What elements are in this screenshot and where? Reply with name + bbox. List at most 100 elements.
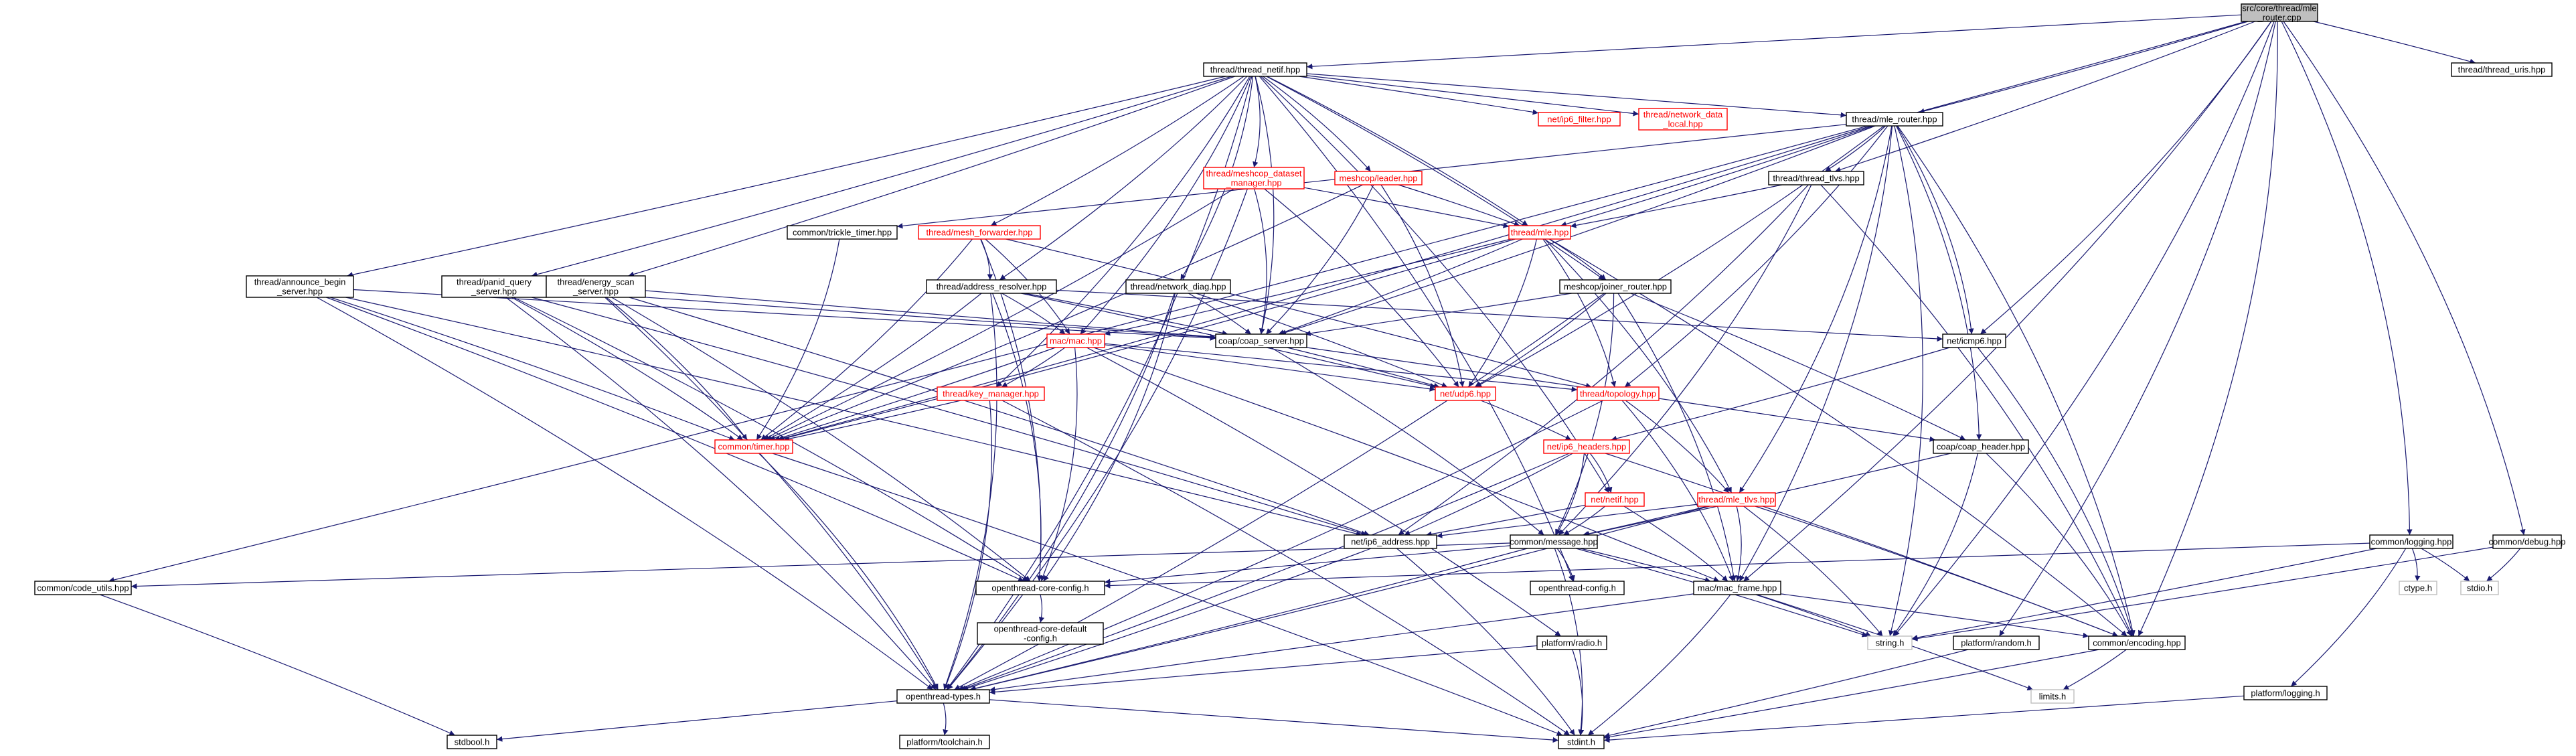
node-addrres[interactable]: thread/address_resolver.hpp — [926, 279, 1057, 294]
node-box-udp6 — [1435, 386, 1496, 401]
node-meshfwd[interactable]: thread/mesh_forwarder.hpp — [918, 225, 1041, 240]
node-box-limits — [2030, 689, 2075, 704]
node-timer[interactable]: common/timer.hpp — [714, 439, 793, 454]
node-box-icmp6 — [1942, 333, 2006, 348]
node-box-coapserver — [1215, 333, 1307, 348]
edge-leader-to-coapserver — [1265, 184, 1374, 335]
edge-addrres-to-coapserver — [1024, 293, 1228, 336]
edge-ip6addr-to-types — [962, 548, 1372, 691]
node-label-types: openthread-types.h — [906, 692, 981, 702]
node-label-mletlvs: thread/mle_tlvs.hpp — [1698, 495, 1774, 505]
node-box-netdatalocal — [1638, 108, 1728, 131]
node-label-mlerouter: thread/mle_router.hpp — [1852, 115, 1937, 125]
edge-mle-to-encoding — [1549, 238, 2127, 637]
node-netnetif[interactable]: net/netif.hpp — [1585, 492, 1645, 507]
node-stdbool[interactable]: stdbool.h — [447, 735, 497, 749]
node-stdio: stdio.h — [2460, 581, 2499, 595]
edge-threadtlvs-to-ip6addr — [1398, 184, 1809, 536]
node-macframe[interactable]: mac/mac_frame.hpp — [1693, 581, 1781, 595]
edge-mac-to-udp6 — [1104, 344, 1436, 392]
edge-mlerouter-to-mle — [1560, 125, 1874, 227]
node-threadtlvs[interactable]: thread/thread_tlvs.hpp — [1768, 171, 1864, 185]
node-icmp6[interactable]: net/icmp6.hpp — [1942, 333, 2006, 348]
node-ip6filter[interactable]: net/ip6_filter.hpp — [1538, 112, 1621, 127]
node-ip6addr[interactable]: net/ip6_address.hpp — [1344, 534, 1437, 549]
node-energy[interactable]: thread/energy_scan_server.hpp — [546, 275, 646, 298]
node-box-stringh — [1867, 635, 1913, 650]
node-trickle[interactable]: common/trickle_timer.hpp — [787, 225, 898, 240]
edge-announce-to-coreconfig — [326, 297, 1024, 582]
node-coapheader[interactable]: coap/coap_header.hpp — [1933, 439, 2029, 454]
edge-netif-to-mlerouter — [1306, 73, 1847, 118]
node-platlogging[interactable]: platform/logging.h — [2243, 686, 2328, 700]
edge-root-to-netif — [1306, 14, 2242, 70]
node-label-energy: thread/energy_scan — [558, 277, 635, 287]
node-mletlvs[interactable]: thread/mle_tlvs.hpp — [1697, 492, 1776, 507]
node-toolchain[interactable]: platform/toolchain.h — [899, 735, 990, 749]
node-udp6[interactable]: net/udp6.hpp — [1435, 386, 1496, 401]
node-root[interactable]: src/core/thread/mle_router.cpp — [2241, 3, 2318, 23]
edge-mlerouter-to-coapserver — [1280, 125, 1876, 335]
node-netdiag[interactable]: thread/network_diag.hpp — [1125, 279, 1231, 294]
edge-mac-to-timer — [774, 347, 1056, 441]
edge-ip6headers-to-netnetif — [1589, 453, 1613, 494]
node-label-macframe: mac/mac_frame.hpp — [1698, 583, 1777, 593]
node-label-radio: platform/radio.h — [1542, 638, 1602, 648]
node-mlerouter[interactable]: thread/mle_router.hpp — [1846, 112, 1943, 127]
node-label-leader: meshcop/leader.hpp — [1339, 173, 1417, 183]
node-types[interactable]: openthread-types.h — [896, 689, 990, 704]
node-panid[interactable]: thread/panid_query_server.hpp — [441, 275, 547, 298]
edge-netnetif-to-macframe — [1623, 506, 1728, 582]
node-codeutils[interactable]: common/code_utils.hpp — [34, 581, 132, 595]
edge-mlerouter-to-mletlvs — [1739, 125, 1893, 494]
edge-joiner-to-udp6 — [1474, 293, 1607, 388]
node-box-stdint — [1558, 735, 1605, 749]
node-coredefault[interactable]: openthread-core-default-config.h — [977, 622, 1104, 645]
edge-netif-to-addrres — [999, 76, 1248, 281]
node-logging[interactable]: common/logging.hpp — [2369, 534, 2453, 549]
node-netif[interactable]: thread/thread_netif.hpp — [1203, 62, 1307, 77]
edge-netif-to-coapserver — [1255, 76, 1275, 335]
node-limits: limits.h — [2030, 689, 2075, 704]
edge-message-to-types — [969, 548, 1528, 692]
node-debug[interactable]: common/debug.hpp — [2489, 534, 2566, 549]
node-mle[interactable]: thread/mle.hpp — [1508, 225, 1571, 240]
node-stdint[interactable]: stdint.h — [1558, 735, 1605, 749]
node-meshcopds[interactable]: thread/meshcop_dataset_manager.hpp — [1203, 167, 1305, 190]
node-box-mle — [1508, 225, 1571, 240]
node-otconfig[interactable]: openthread-config.h — [1530, 581, 1625, 595]
node-coapserver[interactable]: coap/coap_server.hpp — [1215, 333, 1307, 348]
node-topology[interactable]: thread/topology.hpp — [1577, 386, 1660, 401]
edge-addrres-to-icmp6 — [1056, 289, 1943, 342]
node-box-energy — [546, 275, 646, 298]
node-joiner[interactable]: meshcop/joiner_router.hpp — [1559, 279, 1672, 294]
edge-netif-to-panid — [531, 76, 1232, 277]
node-keymgr[interactable]: thread/key_manager.hpp — [937, 386, 1045, 401]
edge-mlerouter-to-stringh — [1888, 125, 1923, 637]
edge-logging-to-ctype — [2411, 548, 2421, 582]
node-announce[interactable]: thread/announce_begin_server.hpp — [246, 275, 354, 298]
node-mac[interactable]: mac/mac.hpp — [1046, 333, 1105, 348]
node-label-ip6headers: net/ip6_headers.hpp — [1547, 442, 1627, 452]
node-leader[interactable]: meshcop/leader.hpp — [1334, 171, 1423, 185]
node-encoding[interactable]: common/encoding.hpp — [2088, 635, 2186, 650]
edge-threadtlvs-to-message — [1558, 184, 1812, 536]
node-box-encoding — [2088, 635, 2186, 650]
edge-types-to-toolchain — [943, 702, 949, 736]
edge-netnetif-to-message — [1563, 506, 1605, 536]
node-box-stdbool — [447, 735, 497, 749]
edge-netif-to-meshfwd — [990, 76, 1244, 226]
node-uris[interactable]: thread/thread_uris.hpp — [2451, 62, 2553, 77]
edge-ip6headers-to-message — [1555, 453, 1585, 536]
edge-addrres-to-types — [943, 293, 997, 690]
node-ip6headers[interactable]: net/ip6_headers.hpp — [1543, 439, 1630, 454]
node-message[interactable]: common/message.hpp — [1510, 534, 1598, 549]
edge-random-to-stdint — [1603, 649, 1969, 739]
node-netdatalocal[interactable]: thread/network_data_local.hpp — [1638, 108, 1728, 131]
node-label-energy: _server.hpp — [572, 287, 619, 297]
node-radio[interactable]: platform/radio.h — [1536, 635, 1607, 650]
node-coreconfig[interactable]: openthread-core-config.h — [975, 581, 1105, 595]
edge-coreconfig-to-coredefault — [1038, 594, 1045, 623]
node-random[interactable]: platform/random.h — [1953, 635, 2040, 650]
